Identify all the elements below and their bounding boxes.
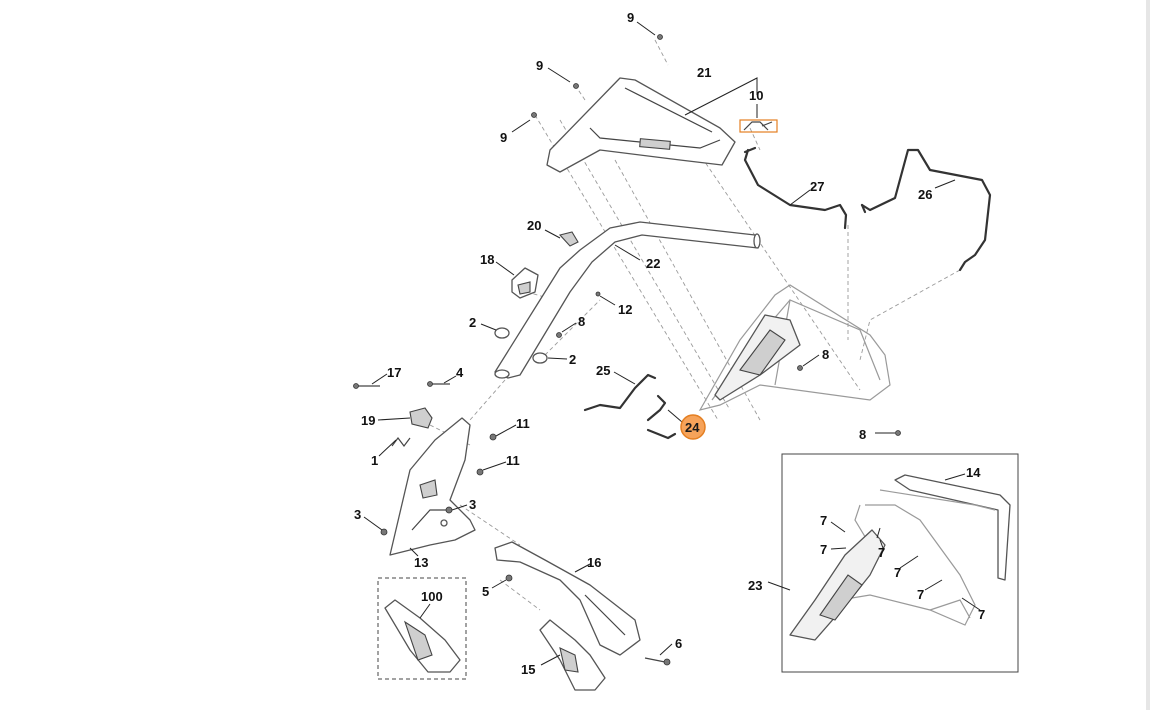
label-27: 27 xyxy=(810,179,824,194)
label-2-upper: 2 xyxy=(469,315,476,330)
label-3-right: 3 xyxy=(469,497,476,512)
label-25: 25 xyxy=(596,363,610,378)
part-14-upper-handle-inset[interactable] xyxy=(879,474,1011,581)
label-26: 26 xyxy=(918,187,932,202)
part-22-handle-bar[interactable] xyxy=(494,221,761,379)
label-3-left: 3 xyxy=(354,507,361,522)
label-17: 17 xyxy=(387,365,401,380)
label-8-right: 8 xyxy=(822,347,829,362)
label-8-upper: 8 xyxy=(578,314,585,329)
label-11-lower: 11 xyxy=(506,453,520,468)
label-7-a: 7 xyxy=(820,513,827,528)
label-23: 23 xyxy=(748,578,762,593)
label-21: 21 xyxy=(697,65,711,80)
label-5: 5 xyxy=(482,584,489,599)
label-1: 1 xyxy=(371,453,378,468)
label-7-c: 7 xyxy=(878,545,885,560)
label-24: 24 xyxy=(685,420,700,435)
part-26-bail-bar[interactable] xyxy=(860,148,992,272)
part-1-spring[interactable] xyxy=(391,437,411,447)
part-20-clip[interactable] xyxy=(558,231,579,247)
label-7-d: 7 xyxy=(894,565,901,580)
label-13: 13 xyxy=(414,555,428,570)
part-100-bracket[interactable] xyxy=(384,599,461,673)
part-21-console[interactable] xyxy=(546,77,736,173)
label-7-b: 7 xyxy=(820,542,827,557)
part-23-handle-assembly-inset[interactable] xyxy=(789,504,976,641)
highlight-callout-24[interactable] xyxy=(680,414,706,440)
label-20: 20 xyxy=(527,218,541,233)
part-16-lower-tube[interactable] xyxy=(494,541,641,656)
label-19: 19 xyxy=(361,413,375,428)
label-7-e: 7 xyxy=(917,587,924,602)
label-14: 14 xyxy=(966,465,981,480)
label-6: 6 xyxy=(675,636,682,651)
label-18: 18 xyxy=(480,252,494,267)
label-12: 12 xyxy=(618,302,632,317)
handle-frame[interactable] xyxy=(698,284,891,411)
label-9-left: 9 xyxy=(500,130,507,145)
label-22: 22 xyxy=(646,256,660,271)
label-100: 100 xyxy=(421,589,443,604)
leader-lines xyxy=(363,21,981,666)
label-2-lower: 2 xyxy=(569,352,576,367)
inset-100-frame xyxy=(377,577,467,680)
part-15-bracket[interactable] xyxy=(539,619,606,691)
label-16: 16 xyxy=(587,555,601,570)
label-15: 15 xyxy=(521,662,535,677)
label-11-upper: 11 xyxy=(516,416,530,431)
label-9-top: 9 xyxy=(627,10,634,25)
label-8-bottom: 8 xyxy=(859,427,866,442)
inset-23-frame xyxy=(781,453,1019,673)
part-25-cable[interactable] xyxy=(583,373,657,412)
label-4: 4 xyxy=(456,365,464,380)
part-13-lower-bracket[interactable] xyxy=(389,417,476,556)
part-labels: 9 9 9 21 10 27 26 20 22 18 12 2 8 2 8 8 … xyxy=(354,10,985,677)
label-10: 10 xyxy=(749,88,763,103)
part-27-cable[interactable] xyxy=(743,146,848,230)
part-19-lever[interactable] xyxy=(409,407,433,429)
part-2-washers[interactable] xyxy=(494,327,548,364)
part-18-knob[interactable] xyxy=(511,267,539,299)
label-9-mid: 9 xyxy=(536,58,543,73)
part-10-connector[interactable] xyxy=(739,119,778,133)
label-7-f: 7 xyxy=(978,607,985,622)
scrollbar[interactable] xyxy=(1146,0,1150,710)
part-24-cable[interactable] xyxy=(646,394,677,440)
